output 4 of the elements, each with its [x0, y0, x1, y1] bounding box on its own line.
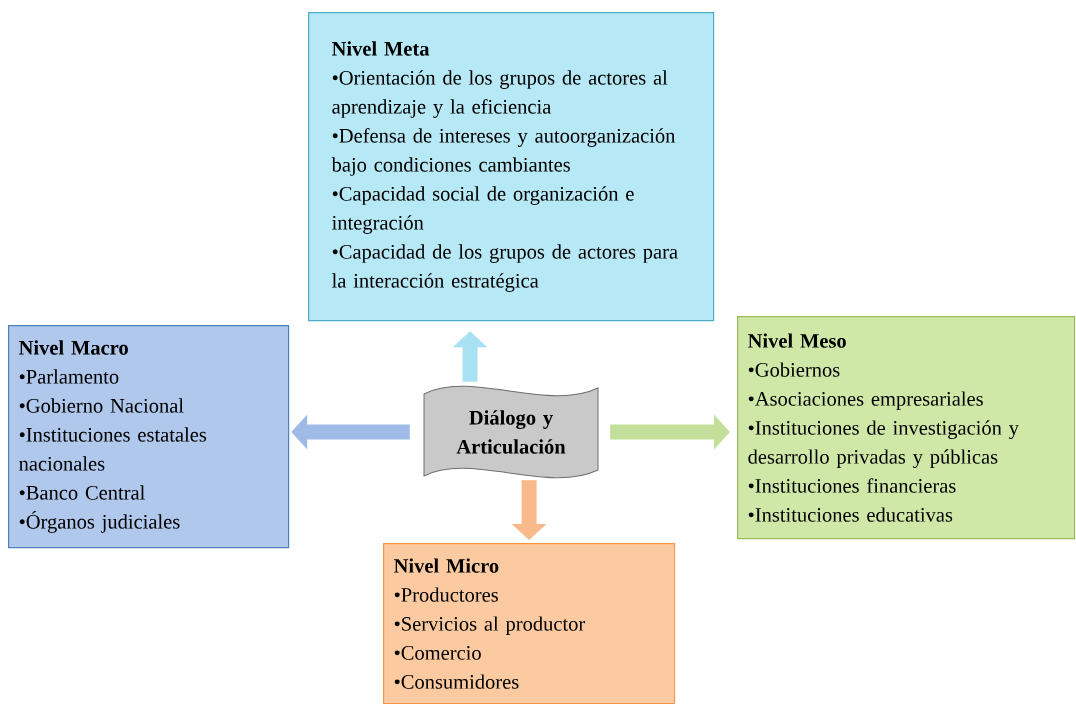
level-box: Nivel Meso •Gobiernos •Asociaciones empresariales •Instituciones de investigación y desarrollo privadas y públicas •Instituciones financieras •Instituciones educativas: [737, 316, 1076, 540]
level-box: Nivel Macro •Parlamento •Gobierno Nacional •Instituciones estatales nacionales •Banco Central •Órganos judiciales: [8, 325, 290, 549]
level-box: Nivel Micro •Productores •Servicios al productor •Comercio •Consumidores: [383, 543, 676, 704]
level-box: Nivel Meta •Orientación de los grupos de actores al aprendizaje y la eficiencia •Defensa de intereses y autoorganización bajo condiciones cambiantes •Capacidad social de organización e integración •Capacidad de los grupos de actores para la interacción estratégica: [308, 12, 715, 322]
